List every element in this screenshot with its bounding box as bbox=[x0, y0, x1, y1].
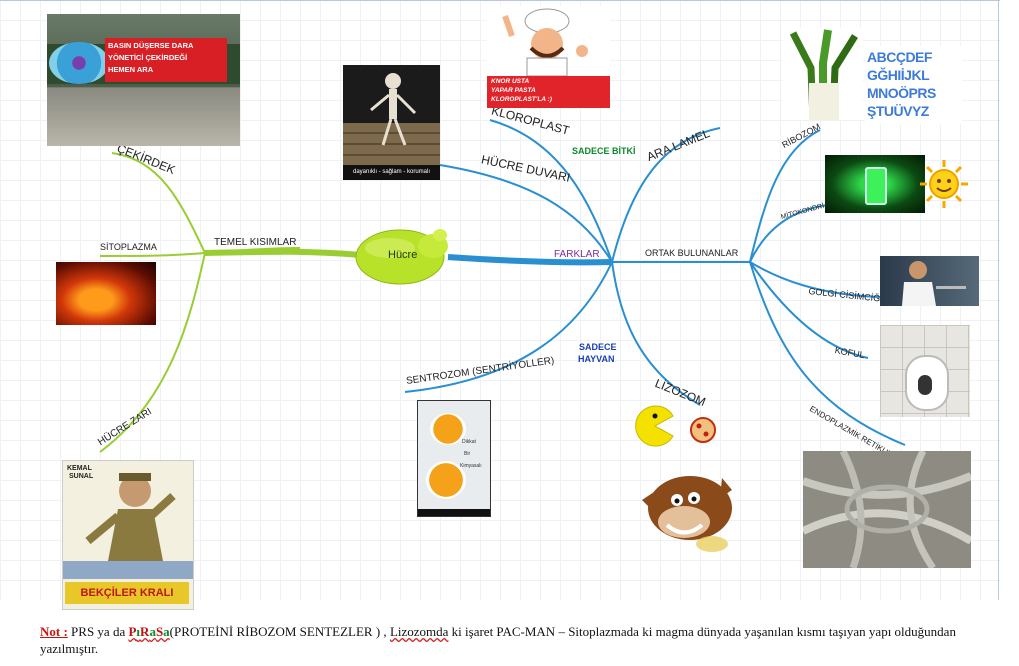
highway-image bbox=[803, 451, 971, 568]
chef-image: KNOR USTA YAPAR PASTA KLOROPLAST'LA :) bbox=[487, 6, 610, 108]
egg-text-3: Kimyasalı bbox=[460, 463, 482, 469]
group-sadece-hayvan-1: SADECE bbox=[579, 342, 617, 352]
egg-text-1: Dikkat bbox=[462, 439, 476, 445]
note-pirasa-s: S bbox=[155, 624, 164, 639]
chef-caption-box: KNOR USTA YAPAR PASTA KLOROPLAST'LA :) bbox=[487, 76, 610, 108]
note-pirasa-a: a bbox=[149, 624, 156, 639]
egg-text-2: Bir bbox=[464, 451, 471, 457]
note-text-3: ki işaret PAC-MAN – Sitoplazmada ki magm… bbox=[40, 624, 956, 656]
note-text-2: (PROTEİNİ RİBOZOM SENTEZLER ) , bbox=[169, 624, 390, 639]
sun-image bbox=[920, 160, 968, 208]
note-lizozomda: Lizozomda bbox=[389, 624, 449, 639]
label-sitoplazma[interactable]: SİTOPLAZMA bbox=[100, 242, 157, 252]
battery-icon bbox=[865, 167, 887, 205]
chef-caption-1: KNOR USTA bbox=[491, 78, 530, 85]
leek-image bbox=[783, 28, 863, 120]
poster-name-2: SUNAL bbox=[69, 473, 94, 480]
line-koful bbox=[749, 261, 869, 359]
sun-icon bbox=[920, 160, 968, 208]
note-pirasa-i: ı bbox=[136, 624, 141, 639]
highway-icon bbox=[803, 451, 971, 568]
note-pirasa-p: P bbox=[128, 624, 137, 639]
center-label[interactable]: Hücre bbox=[388, 249, 418, 261]
label-farklar[interactable]: FARKLAR bbox=[554, 249, 600, 260]
poster-name-1: KEMAL bbox=[67, 465, 92, 472]
footnote: Not : PRS ya da PıRaSa(PROTEİNİ RİBOZOM … bbox=[40, 623, 1000, 657]
line-lizozom bbox=[611, 261, 701, 406]
footballer-icon bbox=[902, 261, 966, 306]
eggs-image: Dikkat Bir Kimyasalı bbox=[417, 400, 491, 517]
note-prefix: Not : bbox=[40, 624, 68, 639]
toilet-image bbox=[880, 325, 970, 417]
cekirdek-image: BASIN DÜŞERSE DARA YÖNETİCİ ÇEKİRDEĞİ HE… bbox=[47, 14, 240, 146]
line-golgi bbox=[749, 261, 881, 298]
note-text-1: PRS ya da bbox=[67, 624, 129, 639]
line-sitoplazma bbox=[99, 252, 206, 257]
battery-image bbox=[825, 155, 925, 213]
skeleton-caption: dayanıklı - sağlam - korumalı bbox=[343, 165, 440, 180]
chef-icon bbox=[502, 8, 588, 76]
cekirdek-caption-1: BASIN DÜŞERSE DARA bbox=[108, 41, 194, 50]
taz-image bbox=[642, 476, 732, 552]
line-ara-lamel bbox=[611, 127, 721, 263]
footballer-image bbox=[880, 256, 979, 306]
alphabet-image: ABCÇDEF GĞHIİJKL MNOÖPRS ŞTUÜVYZ bbox=[865, 46, 962, 124]
leek-icon bbox=[789, 29, 858, 120]
mind-map-canvas: Hücre TEMEL KISIMLAR FARKLAR ORTAK BULUN… bbox=[0, 0, 1000, 610]
cell-icon bbox=[49, 42, 109, 84]
cekirdek-caption-3: HEMEN ARA bbox=[108, 65, 154, 74]
skeleton-icon bbox=[370, 73, 417, 146]
chef-caption-2: YAPAR PASTA bbox=[491, 87, 536, 94]
line-temel bbox=[204, 247, 301, 254]
canvas-top-border bbox=[0, 0, 1000, 1]
chef-caption-3: KLOROPLAST'LA :) bbox=[491, 96, 552, 103]
cekirdek-caption-2: YÖNETİCİ ÇEKİRDEĞİ bbox=[108, 53, 188, 62]
lava-image bbox=[56, 262, 156, 325]
line-endoplazmik bbox=[749, 261, 906, 446]
poster-figure-icon bbox=[85, 473, 176, 561]
group-sadece-bitki: SADECE BİTKİ bbox=[572, 146, 636, 156]
center-node bbox=[355, 229, 448, 285]
pizza-icon bbox=[690, 417, 716, 443]
line-ribozom bbox=[749, 129, 821, 263]
trunk-right bbox=[447, 254, 613, 266]
poster-title: BEKÇİLER KRALI bbox=[65, 582, 189, 604]
line-mitokondri bbox=[749, 204, 829, 263]
line-hucre-duvari bbox=[439, 164, 613, 263]
line-hucre-zari bbox=[99, 252, 206, 453]
skeleton-image: dayanıklı - sağlam - korumalı bbox=[343, 65, 440, 180]
line-kloroplast bbox=[489, 119, 613, 263]
branch-lines bbox=[99, 119, 906, 453]
kemal-sunal-poster: KEMAL SUNAL BEKÇİLER KRALI bbox=[62, 460, 194, 610]
group-sadece-hayvan-2: HAYVAN bbox=[578, 354, 615, 364]
line-sentrozom bbox=[404, 261, 613, 393]
note-pirasa-r: R bbox=[140, 624, 150, 639]
line-cekirdek bbox=[111, 152, 206, 254]
pacman-image bbox=[635, 405, 716, 447]
trunk-left bbox=[204, 248, 361, 258]
note-pirasa-a2: a bbox=[163, 624, 170, 639]
canvas-right-border bbox=[998, 0, 999, 600]
label-temel[interactable]: TEMEL KISIMLAR bbox=[214, 237, 297, 248]
label-ortak[interactable]: ORTAK BULUNANLAR bbox=[645, 248, 739, 258]
cekirdek-caption-box: BASIN DÜŞERSE DARA YÖNETİCİ ÇEKİRDEĞİ HE… bbox=[105, 38, 227, 82]
pacman-icon bbox=[635, 405, 674, 447]
